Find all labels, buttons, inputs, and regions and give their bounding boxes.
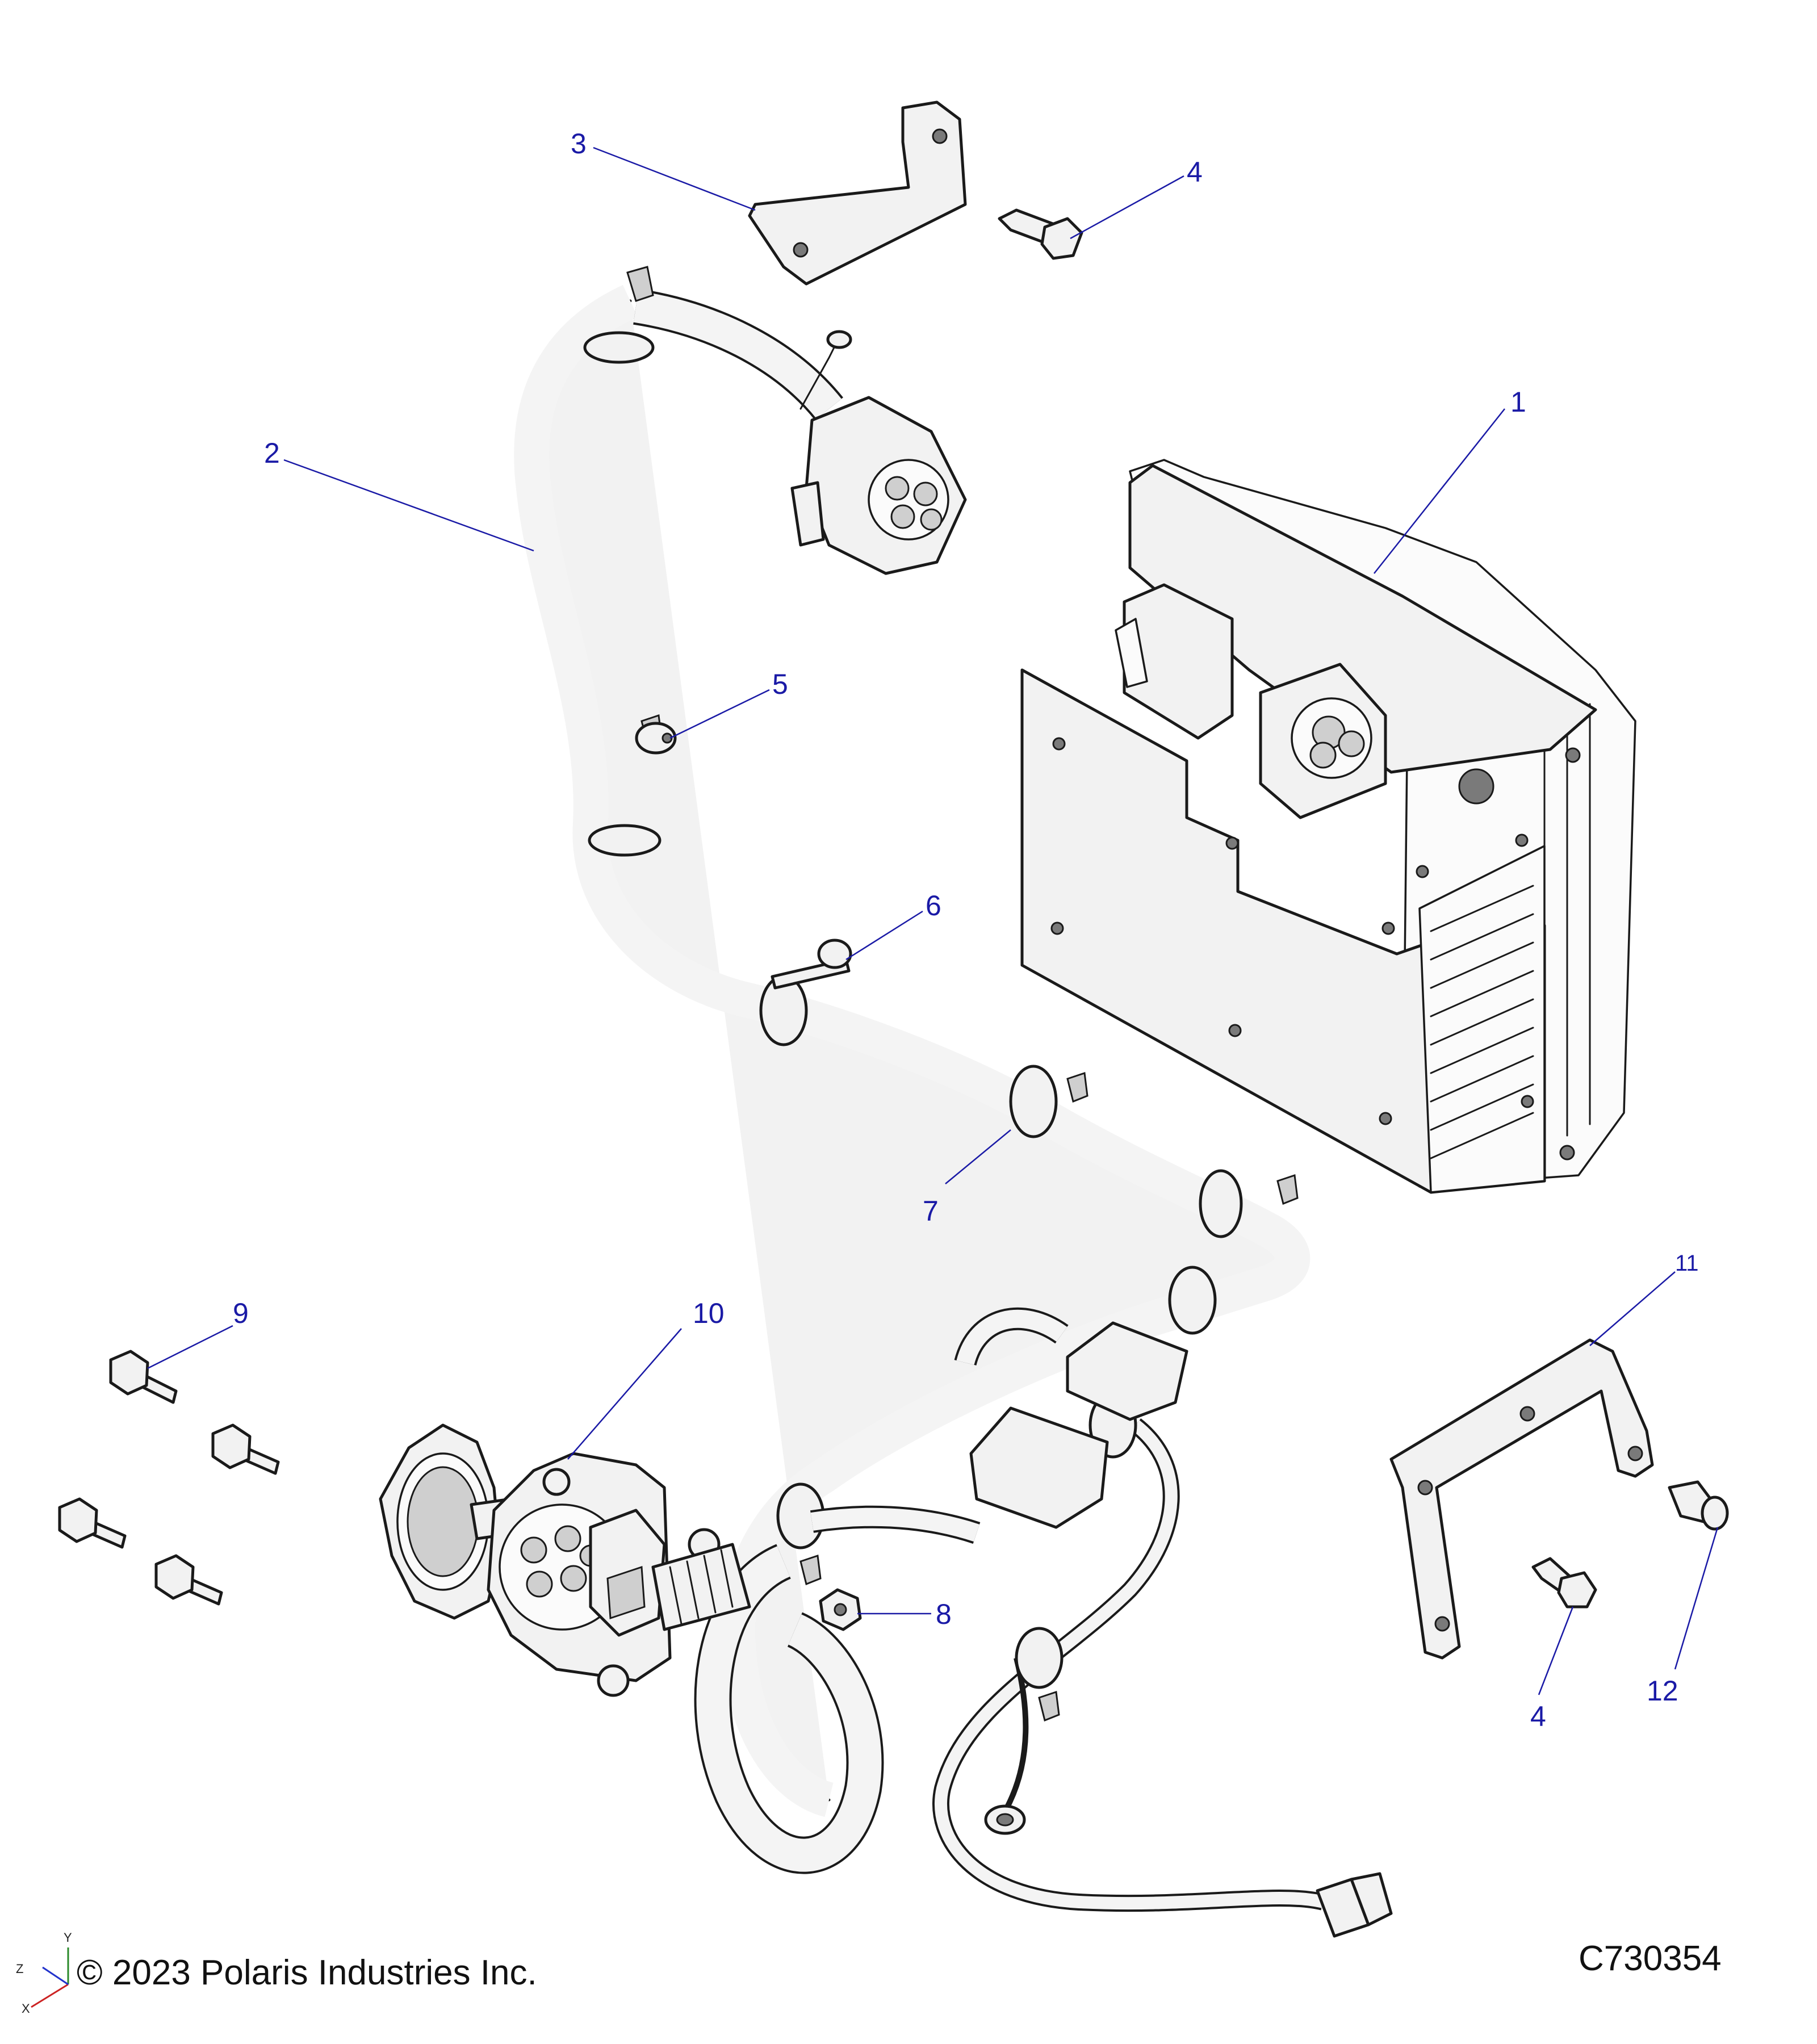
callout-2: 2 [264,437,534,552]
callout-3-label: 3 [571,128,587,160]
bolt-top [998,208,1083,260]
axis-y-label: Y [64,1930,72,1945]
copyright-text: © 2023 Polaris Industries Inc. [77,1953,537,1992]
push-rivet [1668,1480,1729,1531]
clip-5 [635,722,677,755]
callout-4a: 4 [1070,156,1203,240]
bolt-9a [109,1350,178,1404]
clip-6 [771,939,852,990]
nut-8 [819,1588,862,1631]
axis-triad: Y X Z [16,1930,72,2016]
callout-4b: 4 [1530,1606,1574,1732]
callout-1-label: 1 [1510,386,1526,418]
callout-6-label: 6 [926,890,941,922]
bracket-top [748,100,967,286]
callout-12-label: 12 [1647,1675,1678,1707]
callout-6: 6 [845,890,941,961]
charge-port [379,1423,751,1697]
callout-10: 10 [567,1297,725,1460]
axis-z-label: Z [16,1962,23,1976]
bolt-bottom [1531,1557,1597,1609]
callout-4a-label: 4 [1187,156,1203,188]
callout-7-label: 7 [923,1195,939,1227]
callout-1: 1 [1374,386,1526,574]
callout-12: 12 [1647,1527,1719,1707]
callout-7: 7 [923,1129,1011,1227]
callout-10-label: 10 [693,1297,725,1329]
drawing-number: C730354 [1579,1939,1722,1978]
callout-9-label: 9 [233,1297,249,1329]
bolt-9b [211,1423,280,1475]
bolt-9d [154,1554,223,1606]
bracket-side [1389,1338,1654,1660]
main-harness [514,266,1393,1938]
callout-8: 8 [857,1598,952,1630]
charger-module [1020,459,1636,1194]
axis-x-label: X [22,2001,30,2016]
callout-3: 3 [571,128,756,211]
callout-9: 9 [147,1297,249,1369]
bolt-9c [58,1497,127,1549]
bolts-9 [58,1350,280,1606]
callout-2-label: 2 [264,437,280,469]
callout-5: 5 [669,668,788,739]
callout-8-label: 8 [936,1598,952,1630]
callout-11: 11 [1589,1251,1699,1346]
callout-11-label: 11 [1675,1251,1699,1276]
callout-4b-label: 4 [1530,1700,1546,1732]
callout-5-label: 5 [772,668,788,700]
